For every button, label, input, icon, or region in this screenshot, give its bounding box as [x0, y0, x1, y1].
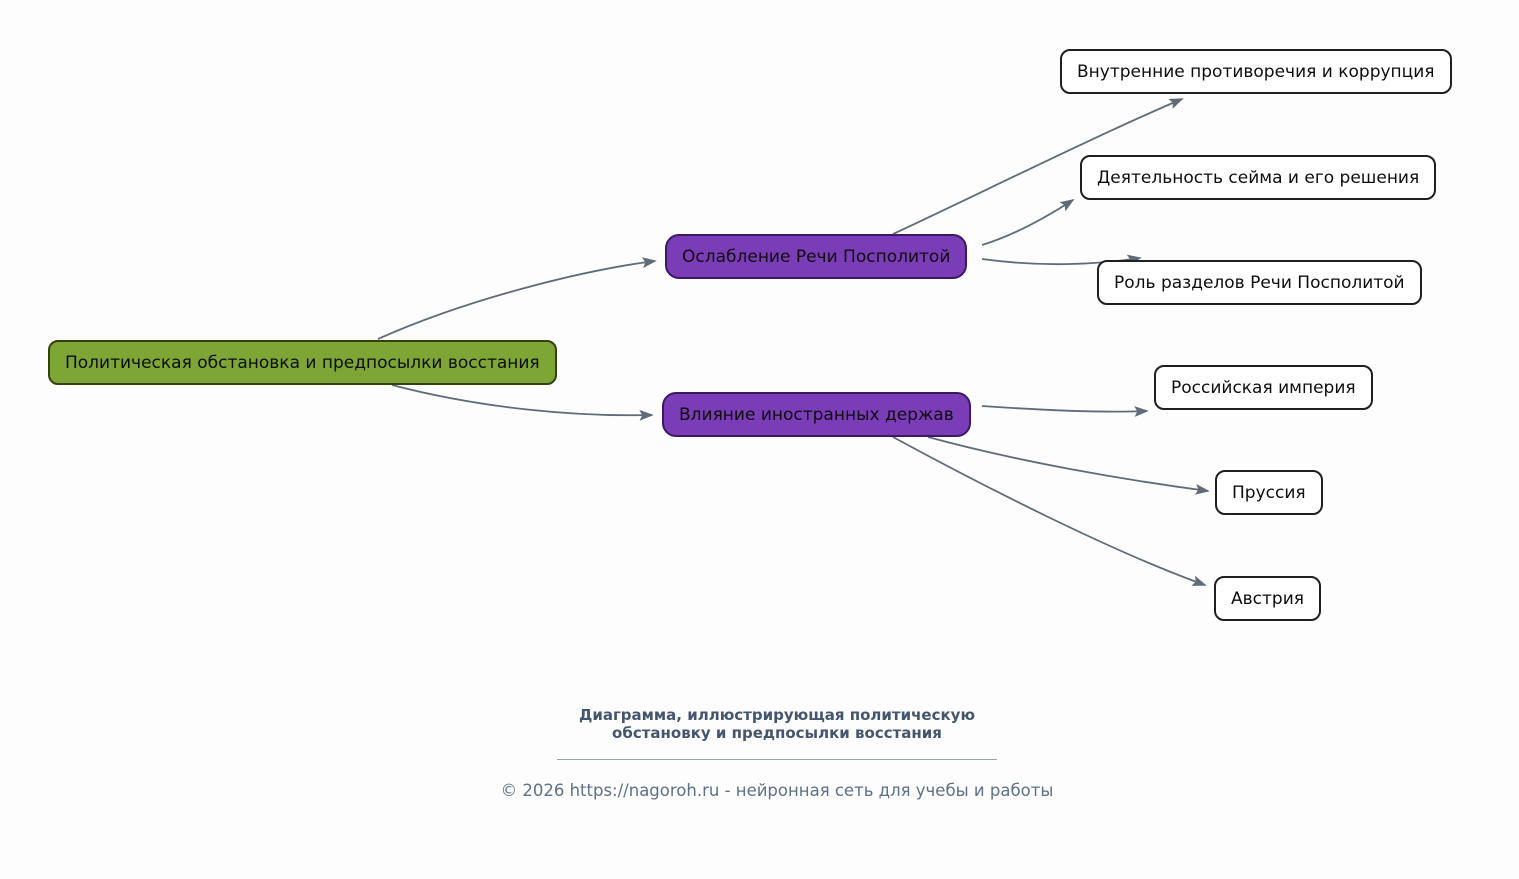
arrow-weakening-to-sejm [981, 199, 1075, 246]
arrow-root-to-foreign-powers [391, 384, 654, 421]
caption-title-line2: обстановку и предпосылки восстания [612, 724, 942, 742]
leaf-node-internal-contradictions: Внутренние противоречия и коррупция [1060, 49, 1452, 94]
caption-title: Диаграмма, иллюстрирующая политическую о… [457, 706, 1097, 742]
leaf-node-sejm-activity: Деятельность сейма и его решения [1080, 155, 1437, 200]
arrow-root-to-weakening [377, 257, 657, 340]
caption-footer: © 2026 https://nagoroh.ru - нейронная се… [500, 781, 1054, 800]
leaf-node-prussia: Пруссия [1215, 470, 1323, 515]
root-node-political-situation: Политическая обстановка и предпосылки во… [48, 340, 557, 385]
branch-node-foreign-powers-influence: Влияние иностранных держав [662, 392, 971, 437]
leaf-node-austria: Австрия [1214, 576, 1321, 621]
arrow-foreign-to-russia [981, 405, 1149, 417]
caption-title-line1: Диаграмма, иллюстрирующая политическую [578, 706, 976, 724]
branch-node-weakening-commonwealth: Ослабление Речи Посполитой [665, 234, 968, 279]
leaf-node-russian-empire: Российская империя [1154, 365, 1373, 410]
arrow-foreign-to-prussia [927, 436, 1210, 495]
arrow-foreign-to-austria [892, 436, 1207, 586]
caption-divider [557, 759, 997, 760]
leaf-node-partitions-role: Роль разделов Речи Посполитой [1097, 260, 1422, 305]
caption-block: Диаграмма, иллюстрирующая политическую о… [457, 706, 1097, 800]
